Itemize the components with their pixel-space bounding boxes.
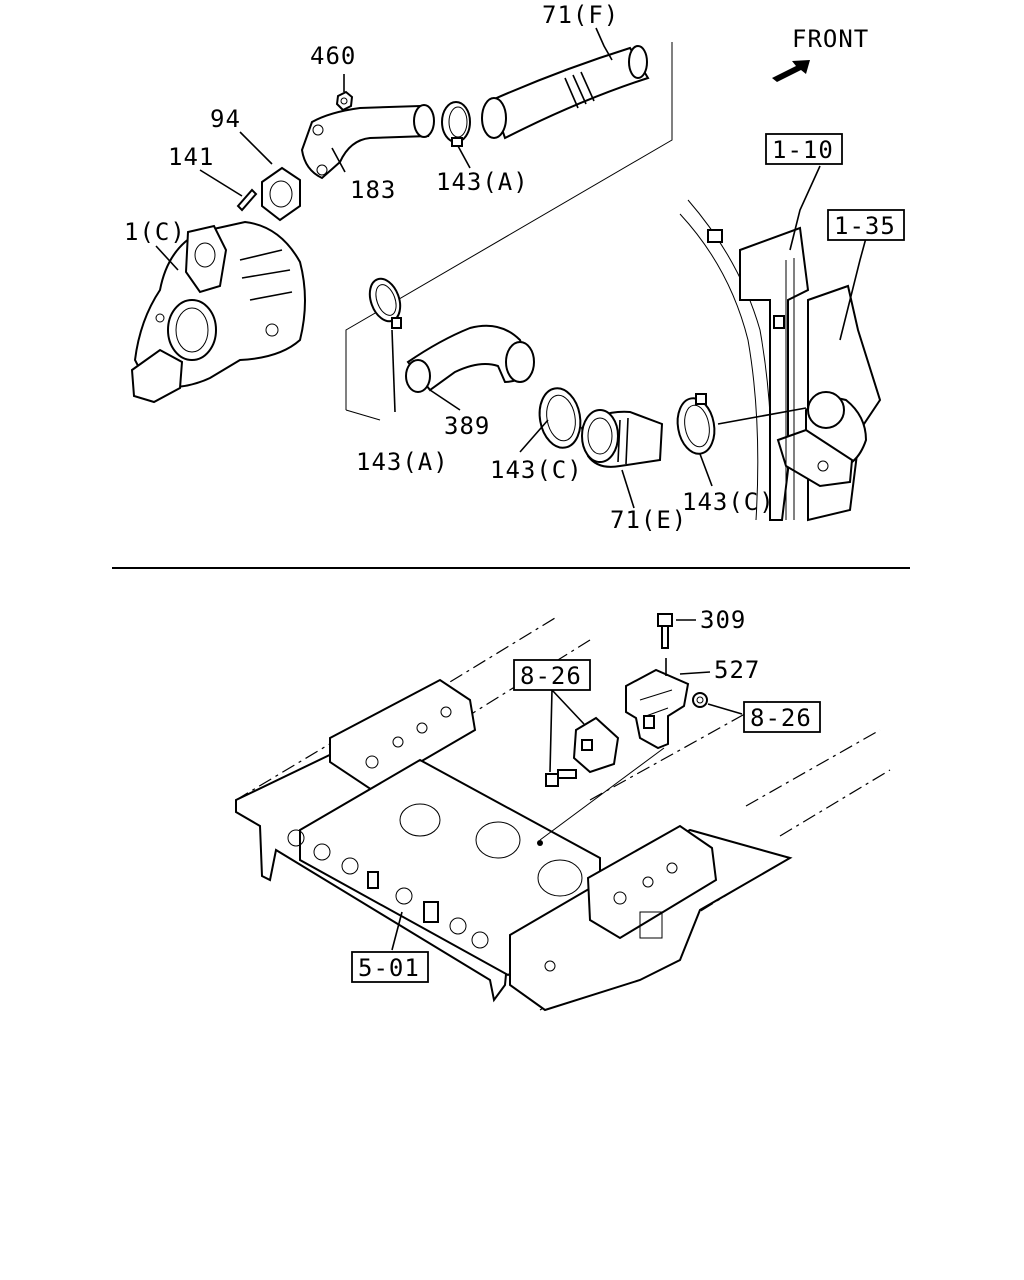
callout-8-26-left: 8-26: [520, 662, 582, 690]
bracket-assembly: 309 527 8-26 8: [513, 606, 821, 841]
bolt-left: [545, 769, 577, 787]
bracket-527: [625, 668, 690, 750]
explosion-frame: [345, 42, 673, 410]
intake-hose-assembly: 71(F) 460 94 141 1(C) 183 143(A) 1-10 1-…: [124, 1, 905, 534]
nut-460: [335, 90, 354, 112]
turbocharger: [130, 220, 306, 404]
ref-box-8-26-left: 8-26: [513, 659, 591, 691]
callout-527: 527: [714, 656, 760, 684]
clamp-143c-a: [538, 387, 582, 449]
bolt-309: [657, 613, 673, 649]
ref-box-5-01: 5-01: [351, 951, 429, 983]
front-arrow-icon: [772, 60, 810, 82]
callout-1-35: 1-35: [834, 212, 896, 240]
pipe-183: [300, 104, 435, 180]
hose-71f: [481, 45, 650, 140]
callout-143a-bottom: 143(A): [356, 448, 449, 476]
clamp-143c-b: [676, 393, 716, 455]
hose-389: [405, 324, 535, 393]
hose-71e: [580, 409, 664, 468]
callout-143c-a: 143(C): [490, 456, 583, 484]
clamp-143a-top: [441, 101, 471, 147]
callout-309: 309: [700, 606, 746, 634]
nut-8-26: [692, 692, 708, 708]
ref-box-1-10: 1-10: [765, 133, 843, 165]
chassis-frame-assembly: 5-01: [235, 617, 891, 1012]
callout-389: 389: [444, 412, 490, 440]
leader-lines-top: [155, 27, 867, 509]
callout-5-01: 5-01: [358, 954, 420, 982]
radiator-intercooler: [679, 199, 882, 522]
mount-point: [537, 840, 543, 846]
callout-1c: 1(C): [124, 218, 186, 246]
clamp-143a-bottom: [368, 277, 402, 329]
callout-141: 141: [168, 143, 214, 171]
gasket-94: [261, 166, 301, 222]
ref-box-1-35: 1-35: [827, 209, 905, 241]
callout-143c-b: 143(C): [682, 488, 775, 516]
bracket-left: [572, 716, 620, 774]
callout-71f: 71(F): [542, 1, 619, 29]
callout-1-10: 1-10: [772, 136, 834, 164]
callout-8-26-right: 8-26: [750, 704, 812, 732]
front-label: FRONT: [792, 25, 869, 53]
ref-box-8-26-right: 8-26: [743, 701, 821, 733]
stud-141: [236, 188, 258, 212]
callout-94: 94: [210, 105, 241, 133]
front-indicator: FRONT: [772, 25, 869, 82]
callout-71e: 71(E): [610, 506, 687, 534]
callout-183: 183: [350, 176, 396, 204]
callout-143a-top: 143(A): [436, 168, 529, 196]
callout-460: 460: [310, 42, 356, 70]
